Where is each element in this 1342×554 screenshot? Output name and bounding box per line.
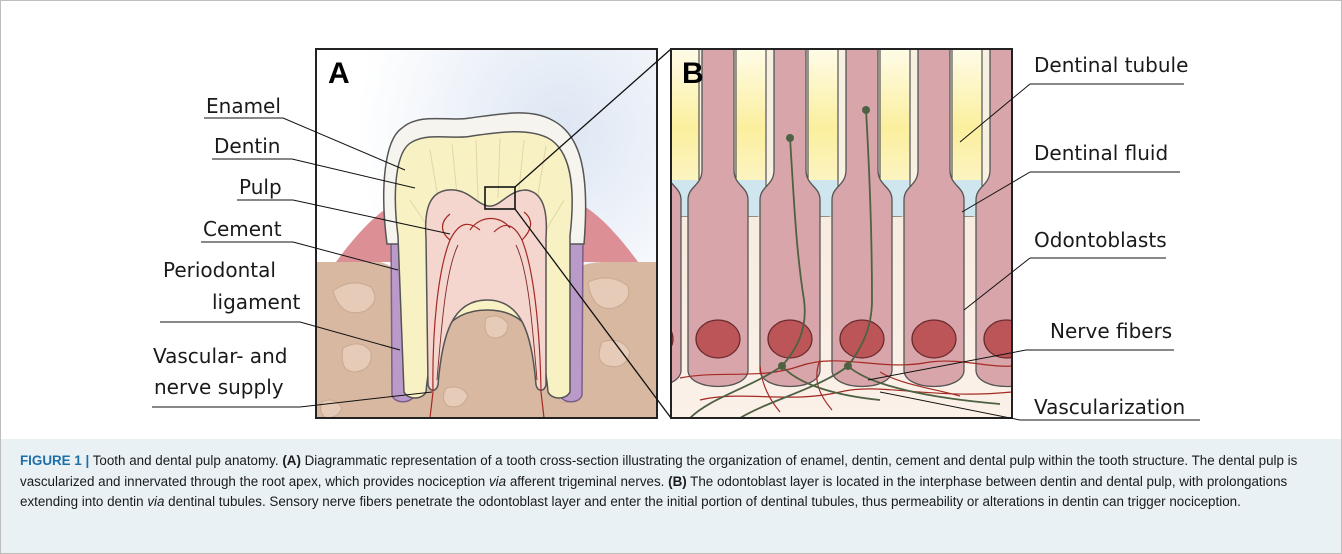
figure-caption: FIGURE 1 | Tooth and dental pulp anatomy… bbox=[20, 451, 1320, 513]
label-vascular-1: Vascular- and bbox=[153, 344, 287, 368]
caption-tag-b: (B) bbox=[668, 474, 687, 489]
figure-illustration: A B bbox=[0, 0, 1342, 440]
label-vascular-2: nerve supply bbox=[154, 375, 284, 399]
odontoblast-nucleus bbox=[840, 320, 884, 358]
label-odontoblasts: Odontoblasts bbox=[1034, 228, 1167, 252]
label-dentinal-fluid: Dentinal fluid bbox=[1034, 141, 1168, 165]
label-vascularization: Vascularization bbox=[1034, 395, 1185, 419]
odontoblast-nucleus bbox=[768, 320, 812, 358]
odontoblast-nucleus bbox=[912, 320, 956, 358]
caption-text-b2: dentinal tubules. Sensory nerve fibers p… bbox=[164, 494, 1240, 509]
label-dentin: Dentin bbox=[214, 134, 280, 158]
label-periodontal-1: Periodontal bbox=[163, 258, 276, 282]
label-pulp: Pulp bbox=[239, 175, 282, 199]
odontoblast-nucleus bbox=[984, 320, 1028, 358]
panel-a bbox=[316, 49, 657, 418]
label-periodontal-2: ligament bbox=[212, 290, 301, 314]
label-enamel: Enamel bbox=[206, 94, 281, 118]
label-dentinal-tubule: Dentinal tubule bbox=[1034, 53, 1188, 77]
panel-b-letter: B bbox=[682, 57, 704, 90]
caption-text-a2: afferent trigeminal nerves. bbox=[506, 474, 668, 489]
panel-a-letter: A bbox=[328, 57, 350, 90]
caption-tag-a: (A) bbox=[282, 453, 301, 468]
caption-lead: FIGURE 1 | bbox=[20, 453, 89, 468]
caption-via-1: via bbox=[489, 474, 506, 489]
caption-title: Tooth and dental pulp anatomy. bbox=[89, 453, 282, 468]
panel-b bbox=[621, 40, 1054, 418]
odontoblast-nucleus bbox=[696, 320, 740, 358]
caption-via-2: via bbox=[147, 494, 164, 509]
label-nerve-fibers: Nerve fibers bbox=[1050, 319, 1172, 343]
dentinal-fluid bbox=[1025, 180, 1053, 216]
label-cement: Cement bbox=[203, 217, 282, 241]
